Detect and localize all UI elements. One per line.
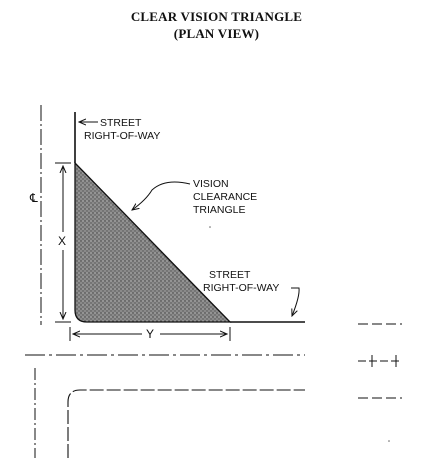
label-vision-line3: TRIANGLE: [193, 204, 246, 216]
road-edge-lower-corner: [67, 389, 305, 458]
leader-vision-triangle: [132, 181, 191, 210]
diagram-title-line1: CLEAR VISION TRIANGLE: [130, 9, 303, 24]
label-street-row-right-line1: STREET: [209, 269, 251, 281]
dimension-x-label: X: [58, 234, 66, 248]
dimension-y-label: Y: [146, 327, 154, 341]
label-street-row-top-line2: RIGHT-OF-WAY: [84, 130, 160, 142]
label-street-row-top-line1: STREET: [100, 117, 142, 129]
stray-dot-2: [388, 440, 390, 442]
label-vision-line2: CLEARANCE: [193, 191, 257, 203]
label-vision-line1: VISION: [193, 178, 229, 190]
vision-clearance-triangle: [74, 161, 232, 323]
centerline-symbol: ℄: [29, 191, 38, 205]
leader-street-row-right: [291, 287, 300, 316]
stray-dot-1: [209, 226, 211, 228]
diagram-title-line2: (PLAN VIEW): [173, 26, 260, 41]
label-street-row-right-line2: RIGHT-OF-WAY: [203, 282, 279, 294]
